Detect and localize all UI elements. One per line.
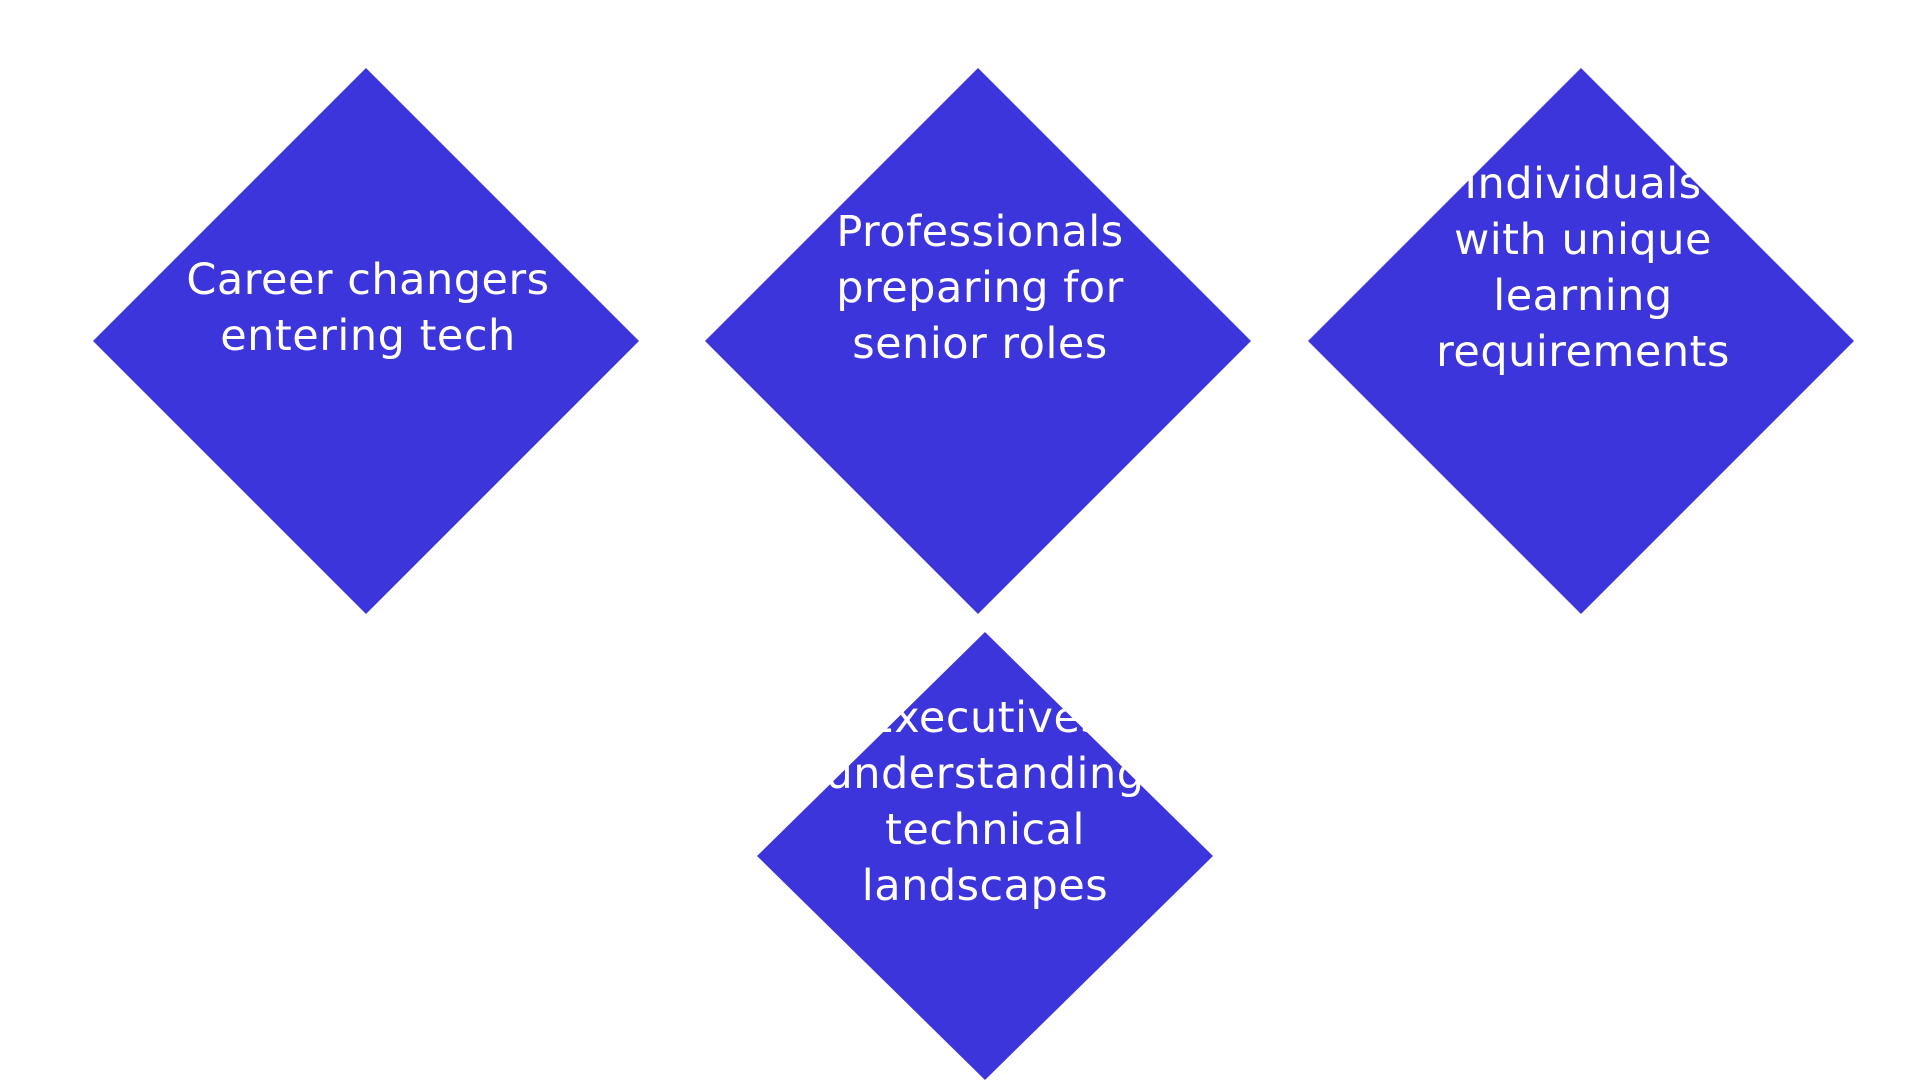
diamond-label: Individuals with unique learning require… <box>1368 68 1798 468</box>
label-line: learning <box>1493 271 1673 321</box>
diamond-career-changers: Career changers entering tech <box>93 68 639 614</box>
diamond-shape <box>757 632 1213 1080</box>
label-line: landscapes <box>861 861 1109 911</box>
label-line: entering tech <box>220 311 516 361</box>
diamond-shape <box>705 68 1251 614</box>
label-line: preparing for <box>836 263 1124 313</box>
label-line: Professionals <box>836 207 1124 257</box>
label-line: technical <box>885 805 1085 855</box>
diamond-label: Career changers entering tech <box>153 68 583 548</box>
label-line: requirements <box>1436 327 1730 377</box>
label-line: with unique <box>1454 215 1712 265</box>
diamond-executives: Executives understanding technical lands… <box>757 632 1213 1080</box>
diamond-shape <box>93 68 639 614</box>
diamond-label: Professionals preparing for senior roles <box>765 68 1195 508</box>
label-line: Executives <box>866 693 1104 743</box>
diamond-shape <box>1308 68 1854 614</box>
diamond-label: Executives understanding technical lands… <box>797 632 1173 972</box>
label-line: Career changers <box>186 255 550 305</box>
diamond-individuals: Individuals with unique learning require… <box>1308 68 1854 614</box>
label-line: senior roles <box>852 319 1108 369</box>
label-line: Individuals <box>1464 159 1702 209</box>
diamond-professionals: Professionals preparing for senior roles <box>705 68 1251 614</box>
label-line: understanding <box>825 749 1145 799</box>
